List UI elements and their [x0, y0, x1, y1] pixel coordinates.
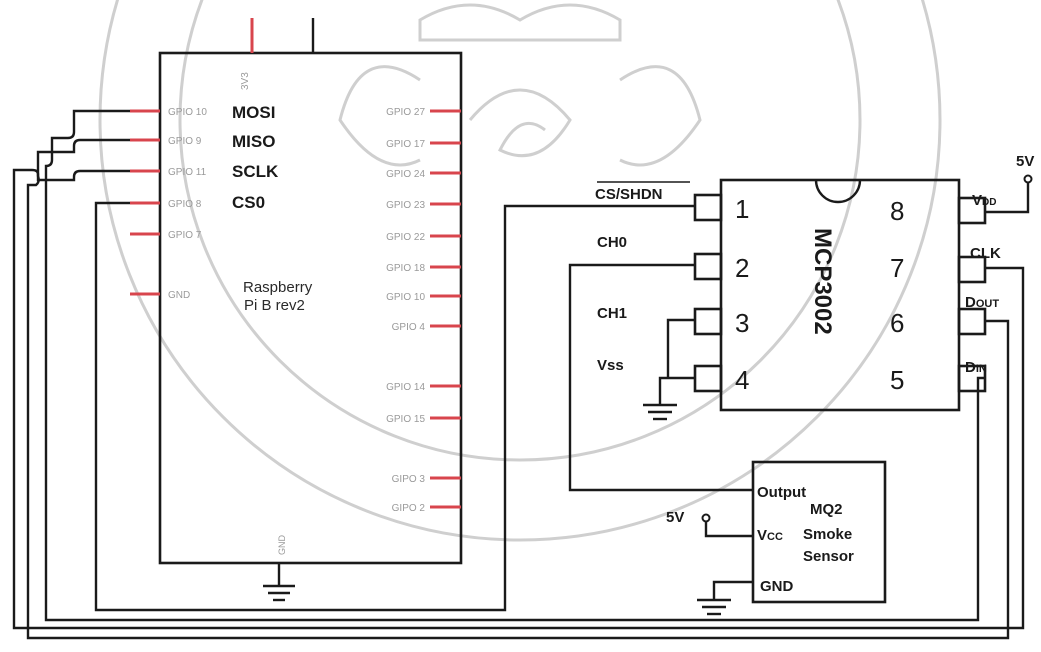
pi-top-pin-label: 3V3 [240, 72, 251, 90]
wire-sensor-gnd [712, 580, 753, 599]
label-cs-shdn: CS/SHDN [595, 186, 663, 203]
label-5v-vdd: 5V [1016, 153, 1034, 170]
ground-symbol-pi [263, 584, 295, 602]
label-smoke: Smoke [803, 526, 852, 543]
mcp-pin-box-2 [693, 252, 723, 281]
mcp-pin-box-7 [957, 255, 987, 284]
watermark-seal [98, 0, 942, 542]
wire-vss [658, 376, 695, 404]
label-sensor-gnd: GND [760, 578, 794, 595]
mcp-pin-number: 8 [890, 196, 904, 226]
pi-left-pin-label: GPIO 8 [168, 199, 202, 210]
pi-right-pin-label: GPIO 14 [386, 382, 425, 393]
mcp-pin-number: 6 [890, 308, 904, 338]
pi-right-pin-label: GPIO 18 [386, 263, 425, 274]
pi-right-pin-label: GPIO 24 [386, 169, 425, 180]
mcp-pin-box-1 [693, 193, 723, 222]
label-clk: CLK [970, 245, 1001, 262]
label-ch0: CH0 [597, 234, 627, 251]
mcp-pin-number: 4 [735, 365, 749, 395]
mcp-pin-number: 3 [735, 308, 749, 338]
ground-symbol-mcp [643, 403, 677, 421]
pi-right-pin-label: GPIO 10 [386, 292, 425, 303]
terminal-5v-sensor [701, 513, 711, 523]
mcp3002-notch [814, 179, 862, 204]
wire-ch0-output [568, 263, 753, 492]
terminal-5v-vdd [1023, 174, 1033, 184]
label-dout: DOUT [965, 294, 999, 311]
mcp-pin-number: 2 [735, 253, 749, 283]
label-sclk: SCLK [232, 162, 279, 181]
pi-right-pin-label: GPIO 27 [386, 107, 425, 118]
wire-sclk [12, 168, 1025, 630]
mcp-pin-box-4 [693, 364, 723, 393]
label-din: DIN [965, 359, 987, 376]
wire-miso [26, 138, 1010, 640]
pi-left-pin-label: GPIO 9 [168, 136, 202, 147]
mcp-pin-box-3 [693, 307, 723, 336]
wire-cs0 [94, 201, 695, 612]
label-cs0: CS0 [232, 193, 265, 212]
mcp-pin-number: 1 [735, 194, 749, 224]
mcp3002-body [719, 178, 961, 412]
pi-left-pin-label: GPIO 11 [168, 167, 207, 178]
label-miso: MISO [232, 132, 275, 151]
ground-symbol-sensor [697, 598, 731, 616]
pi-gnd-label: GND [277, 535, 287, 556]
label-ch1: CH1 [597, 305, 627, 322]
pi-right-pin-label: GPIO 23 [386, 200, 425, 211]
pi-right-pin-label: GPIO 22 [386, 232, 425, 243]
pi-right-pin-label: GPIO 15 [386, 414, 425, 425]
pi-name-line2: Pi B rev2 [244, 297, 305, 314]
label-sensor: Sensor [803, 548, 854, 565]
mcp3002-chip-name: MCP3002 [809, 228, 836, 335]
label-mq2: MQ2 [810, 501, 843, 518]
pi-right-pin-label: GIPO 2 [392, 503, 426, 514]
pi-name-line1: Raspberry [243, 279, 313, 296]
mcp-pin-number: 7 [890, 253, 904, 283]
pi-left-pin-label: GPIO 10 [168, 107, 207, 118]
pi-right-pin-label: GPIO 17 [386, 139, 425, 150]
label-vdd: VDD [972, 192, 996, 209]
label-vss: Vss [597, 357, 624, 374]
mcp-pin-box-6 [957, 307, 987, 336]
wire-ch1 [666, 318, 695, 378]
label-mosi: MOSI [232, 103, 275, 122]
mcp-pin-box-8 [957, 196, 987, 225]
label-output: Output [757, 484, 806, 501]
wire-sensor-vcc [704, 522, 753, 538]
pi-right-pin-label: GPIO 4 [392, 322, 426, 333]
label-5v-sensor: 5V [666, 509, 684, 526]
wire-mosi [44, 109, 985, 622]
pi-left-pin-label: GPIO 7 [168, 230, 202, 241]
mq2-sensor-body [751, 460, 887, 604]
mcp-pin-number: 5 [890, 365, 904, 395]
wire-vdd [985, 183, 1030, 214]
label-vcc: VCC [757, 527, 783, 544]
pi-right-pin-label: GIPO 3 [392, 474, 426, 485]
raspberry-pi-body [158, 51, 463, 565]
pi-left-pin-label: GND [168, 290, 190, 301]
